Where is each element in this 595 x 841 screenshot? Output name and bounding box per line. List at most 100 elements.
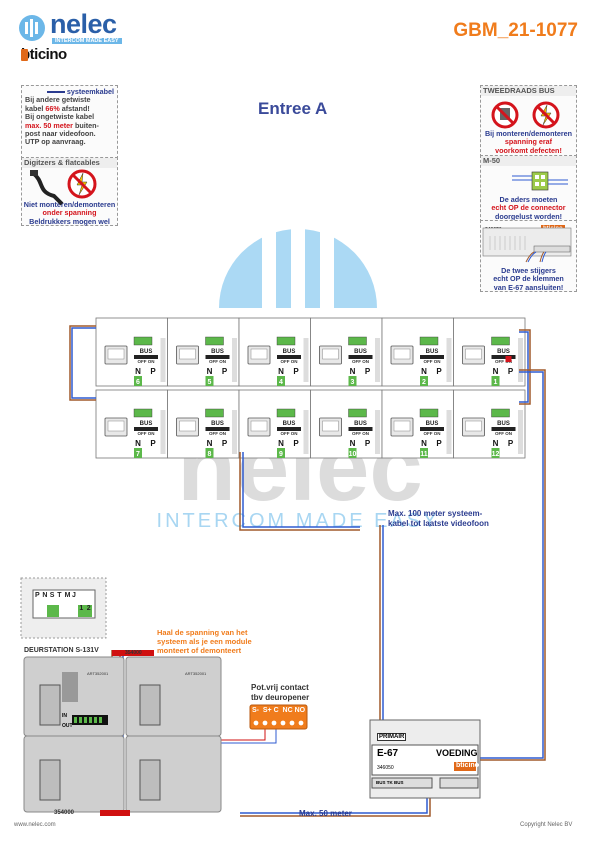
note-cable-line3: Bij ongetwiste kabel — [25, 112, 95, 122]
door-terminal-label: S — [49, 592, 55, 599]
annotation-max-100m: Max. 100 meter systeem- kabel tot laatst… — [388, 509, 489, 529]
videophone-number: 10 — [349, 451, 357, 458]
address-digit-box — [277, 376, 285, 386]
bus-label: BUS — [426, 349, 439, 355]
address-digit-box — [420, 376, 428, 386]
bus-label: BUS — [140, 421, 153, 427]
dip-switch-icon — [277, 355, 301, 359]
note-two-wire-bus: TWEEDRAADS BUS Bij monteren/demonteren s… — [480, 85, 577, 157]
terminal-block-icon — [133, 336, 153, 346]
note-system-cable: systeemkabel Bij andere getwiste kabel 6… — [21, 85, 118, 159]
entrance-title: Entree A — [258, 99, 328, 118]
door-terminal-label: 1 — [79, 605, 84, 612]
note-m50-title: M-50 — [481, 156, 576, 167]
videophone-number: 9 — [279, 451, 283, 458]
videophone-number: 11 — [420, 451, 428, 458]
annotation-power-off: Haal de spanning van het systeem als je … — [157, 628, 252, 655]
watermark-icon — [219, 210, 377, 308]
p-label: P — [365, 439, 371, 448]
e67-mini-icon — [482, 227, 572, 263]
no-power-icon — [491, 101, 519, 129]
address-digit-box — [134, 448, 142, 458]
dip-switch-icon — [277, 427, 301, 431]
no-lightning-icon — [532, 101, 560, 129]
supply-primair: PRIMAIR — [377, 733, 407, 741]
n-label: N — [421, 367, 427, 376]
nelec-logo: nelec INTERCOM MADE EASY — [19, 9, 149, 49]
terminal-block-icon — [205, 408, 224, 418]
annotation-potvrij: Pot.vrij contact tbv deuropener — [251, 683, 309, 703]
note-e67-line3: van E-67 aansluiten! — [493, 282, 564, 292]
note-cable-line2a: kabel — [25, 103, 46, 113]
n-label: N — [493, 367, 499, 376]
n-label: N — [350, 439, 356, 448]
annotation-max-50m: Max. 50 meter — [299, 809, 352, 818]
n-label: N — [278, 367, 284, 376]
dip-switch-icon — [348, 355, 373, 359]
door-terminal-label: N — [42, 592, 48, 599]
note-cable-line5: post naar videofoon. — [25, 129, 96, 139]
n-label: N — [421, 439, 427, 448]
p-label: P — [150, 439, 156, 448]
bus-label: BUS — [211, 349, 224, 355]
bus-label: BUS — [354, 349, 367, 355]
address-digit-box — [205, 448, 214, 458]
termination-jumper-icon — [505, 356, 512, 362]
p-label: P — [508, 367, 514, 376]
door-station-code-bottom: 354000 — [54, 810, 75, 816]
annotation-power-line2: systeem als je een module — [157, 637, 252, 646]
p-label: P — [293, 439, 299, 448]
note-flat-line2: onder spanning — [42, 208, 97, 218]
off-on-label: OFF ON — [352, 431, 369, 436]
videophone-number: 12 — [492, 451, 500, 458]
nelec-logo-text: nelec — [50, 9, 117, 39]
note-digitizers: Digitzers & flatcables Niet monteren/dem… — [21, 157, 118, 226]
dip-switch-icon — [420, 355, 444, 359]
terminal-block-icon — [348, 408, 367, 418]
note-e67-line2: echt OP de klemmen — [493, 274, 564, 284]
annotation-pot-line1: Pot.vrij contact — [251, 683, 309, 692]
address-digit-box — [348, 448, 357, 458]
bus-label: BUS — [211, 421, 224, 427]
address-digit-box — [348, 376, 357, 386]
door-station-terminal-block — [20, 577, 107, 639]
terminal-block-icon — [491, 408, 510, 418]
supply-model: E-67 — [377, 748, 399, 759]
n-label: N — [493, 439, 499, 448]
nelec-logo-icon — [19, 15, 45, 41]
off-on-label: OFF ON — [138, 359, 155, 364]
off-on-label: OFF ON — [495, 359, 512, 364]
terminal-block-icon — [276, 408, 296, 418]
dip-switch-icon — [491, 427, 516, 431]
note-m50-line2: echt OP de connector — [491, 203, 566, 213]
n-label: N — [278, 439, 284, 448]
flatcable-icon — [30, 170, 64, 206]
dip-switch-icon — [205, 427, 230, 431]
p-label: P — [436, 367, 442, 376]
bus-label: BUS — [426, 421, 439, 427]
off-on-label: OFF ON — [138, 431, 155, 436]
relay-terminals: S- S+ C NC NO — [252, 707, 306, 714]
p-label: P — [508, 439, 514, 448]
videophone-number: 4 — [279, 379, 283, 386]
note-cable-title: systeemkabel — [66, 87, 114, 96]
videophone-number: 3 — [351, 379, 355, 386]
note-m50-line3: doorgelust worden! — [494, 211, 563, 221]
videophone-number: 6 — [136, 379, 140, 386]
door-station-housing — [23, 650, 222, 816]
p-label: P — [222, 439, 228, 448]
annotation-max100-line1: Max. 100 meter systeem- — [388, 509, 483, 518]
dip-switch-icon — [205, 355, 230, 359]
terminal-block-icon — [348, 336, 367, 346]
videophone-number: 1 — [494, 379, 498, 386]
note-cable-line2c: afstand! — [59, 103, 90, 113]
note-m50: M-50 De aders moeten echt OP de connecto… — [480, 155, 577, 222]
p-label: P — [222, 367, 228, 376]
address-digit-box — [491, 376, 500, 386]
dip-switch-icon — [420, 427, 444, 431]
bus-label: BUS — [283, 421, 296, 427]
bus-label: BUS — [140, 349, 153, 355]
dip-switch-icon — [134, 427, 158, 431]
